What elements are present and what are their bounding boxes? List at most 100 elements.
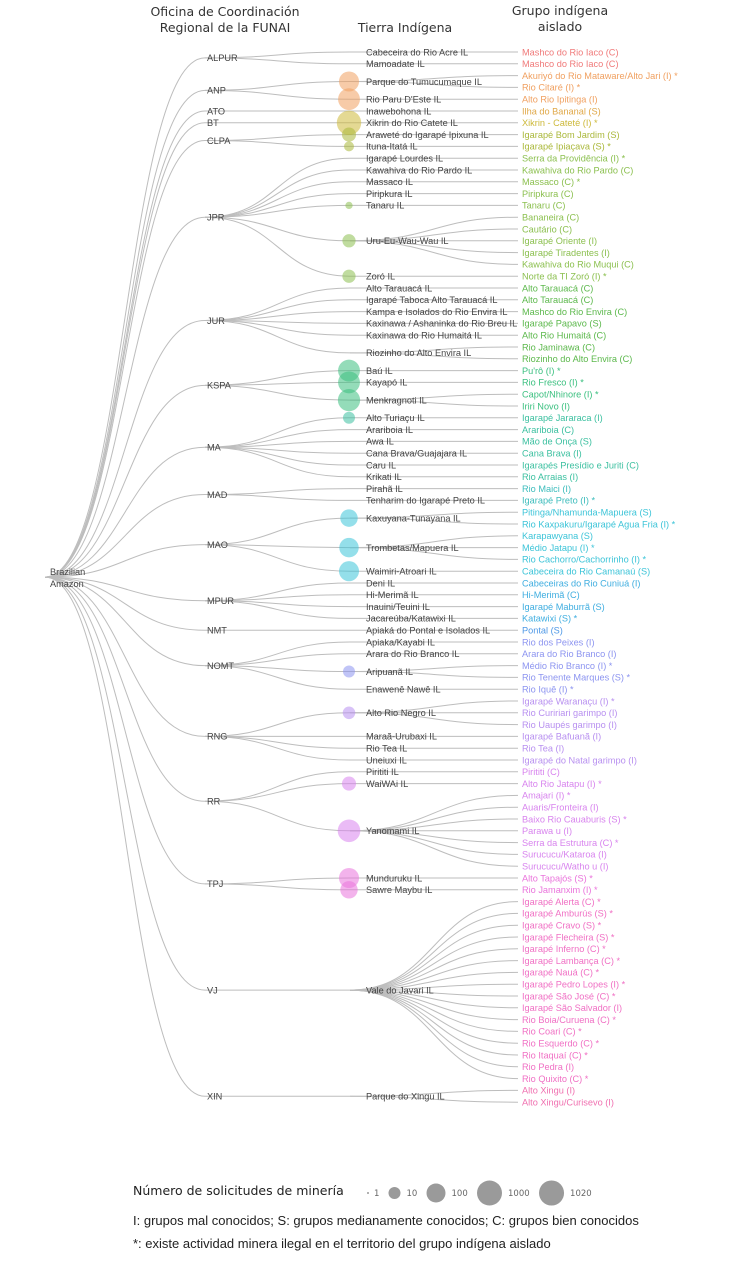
mining-requests-circle	[342, 706, 356, 720]
group-label: Rio Pedra (I)	[522, 1062, 574, 1072]
land-group-link	[349, 830, 519, 867]
office-land-link	[204, 883, 351, 891]
land-label: Ituna-Itatá IL	[366, 142, 418, 152]
header-office: Oficina de Coordinación Regional de la F…	[140, 4, 310, 36]
land-group-link	[349, 989, 519, 1080]
mining-requests-circle	[340, 881, 358, 899]
group-label: Rio Boia/Curuena (C) *	[522, 1015, 616, 1025]
root-office-link	[44, 384, 206, 578]
office-label: NOMT	[207, 661, 234, 671]
group-label: Cabeceiras do Rio Cuniuá (I)	[522, 578, 640, 588]
land-label: Deni IL	[366, 578, 395, 588]
land-group-link	[349, 547, 519, 560]
office-land-link	[204, 517, 351, 546]
group-label: Igarapé Cravo (S) *	[522, 921, 602, 931]
land-label: WaiWAi IL	[366, 779, 408, 789]
group-label: Kawahiva do Rio Muqui (C)	[522, 260, 634, 270]
legend-size-circle	[477, 1180, 502, 1206]
group-label: Rio Fresco (I) *	[522, 378, 584, 388]
root-office-link	[44, 57, 206, 578]
office-land-link	[204, 440, 351, 448]
header-office-line2: Regional de la FUNAI	[159, 20, 291, 35]
land-label: Araweté do Igarapé Ipixuna IL	[366, 130, 489, 140]
group-label: Alto Rio Ipitinga (I)	[522, 95, 598, 105]
office-land-link	[204, 204, 351, 218]
office-label: MAD	[207, 490, 228, 500]
land-label: Kawahiva do Rio Pardo IL	[366, 165, 472, 175]
office-land-link	[204, 594, 351, 602]
land-label: Tanaru IL	[366, 201, 404, 211]
office-land-link	[204, 140, 351, 147]
land-label: Yanomami IL	[366, 826, 419, 836]
group-label: Amajari (I) *	[522, 791, 571, 801]
group-label: Mashco do Rio Iaco (C)	[522, 47, 619, 57]
legend-note-star: *: existe actividad minera ilegal en el …	[133, 1236, 551, 1251]
office-land-link	[204, 417, 351, 448]
office-land-link	[204, 319, 351, 354]
mining-requests-circle	[338, 88, 360, 111]
root-office-link	[44, 576, 206, 802]
legend-size-label: 100	[452, 1189, 468, 1199]
group-label: Igarapé Bom Jardim (S)	[522, 130, 620, 140]
office-land-link	[204, 134, 351, 141]
legend-size-circle	[426, 1183, 446, 1203]
header-group: Grupo indígena aislado	[500, 3, 620, 35]
land-label: Parque do Tumucumaque IL	[366, 77, 482, 87]
land-label: Alto Rio Negro IL	[366, 708, 436, 718]
office-land-link	[204, 287, 351, 321]
group-label: Serra da Estrutura (C) *	[522, 838, 619, 848]
land-group-link	[349, 712, 519, 726]
root-office-link	[44, 576, 206, 737]
header-office-line1: Oficina de Coordinación	[150, 4, 300, 19]
office-land-link	[204, 771, 351, 802]
group-label: Igarapé Waranaçu (I) *	[522, 696, 615, 706]
root-office-link	[44, 576, 206, 991]
land-group-link	[349, 517, 519, 525]
land-label: Xikrin do Rio Catete IL	[366, 118, 458, 128]
root-office-link	[44, 446, 206, 578]
mining-requests-circle	[345, 201, 353, 210]
office-land-link	[204, 89, 351, 100]
legend-title: Número de solicitudes de minería	[133, 1183, 344, 1198]
office-land-link	[204, 169, 351, 218]
group-label: Baixo Rio Cauaburis (S) *	[522, 814, 627, 824]
group-label: Médio Jatapu (I) *	[522, 543, 595, 553]
group-label: Igarapé Papavo (S)	[522, 319, 602, 329]
land-label: Arara do Rio Branco IL	[366, 649, 459, 659]
land-label: Inauini/Teuini IL	[366, 602, 430, 612]
group-label: Rio Jaminawa (C)	[522, 342, 595, 352]
group-label: Rio Iquê (I) *	[522, 685, 574, 695]
group-label: Igarapé Preto (I) *	[522, 496, 595, 506]
group-label: Cautário (C)	[522, 224, 572, 234]
land-label: Aripuanã IL	[366, 667, 413, 677]
group-label: Mão de Onça (S)	[522, 437, 592, 447]
group-label: Norte da TI Zoró (I) *	[522, 272, 607, 282]
office-label: JUR	[207, 316, 225, 326]
land-label: Cabeceira do Rio Acre IL	[366, 47, 468, 57]
mining-requests-circle	[342, 234, 356, 248]
land-label: Baú IL	[366, 366, 393, 376]
land-label: Kayapó IL	[366, 378, 407, 388]
land-label: Sawre Maybu IL	[366, 885, 432, 895]
group-label: Igarapé São José (C) *	[522, 991, 616, 1001]
land-label: Mamoadate IL	[366, 59, 425, 69]
mining-requests-circle	[343, 665, 355, 678]
office-label: RR	[207, 797, 221, 807]
land-group-link	[349, 989, 519, 1044]
group-label: Arara do Rio Branco (I)	[522, 649, 616, 659]
land-label: Inawebohona IL	[366, 106, 431, 116]
land-label: Enawenê Nawê IL	[366, 685, 441, 695]
office-label: VJ	[207, 985, 218, 995]
office-land-link	[204, 181, 351, 218]
land-label: Tenharim do Igarapé Preto IL	[366, 496, 485, 506]
mining-requests-circle	[340, 509, 358, 527]
legend-size-circle	[539, 1180, 565, 1206]
group-label: Igarapé Amburús (S) *	[522, 909, 613, 919]
land-label: Zoró IL	[366, 272, 395, 282]
group-label: Piripkura (C)	[522, 189, 574, 199]
land-label: Munduruku IL	[366, 873, 422, 883]
land-label: Krikati IL	[366, 472, 402, 482]
office-label: ATO	[207, 106, 225, 116]
land-label: Igarapé Lourdes IL	[366, 154, 443, 164]
land-label: Awa IL	[366, 437, 394, 447]
